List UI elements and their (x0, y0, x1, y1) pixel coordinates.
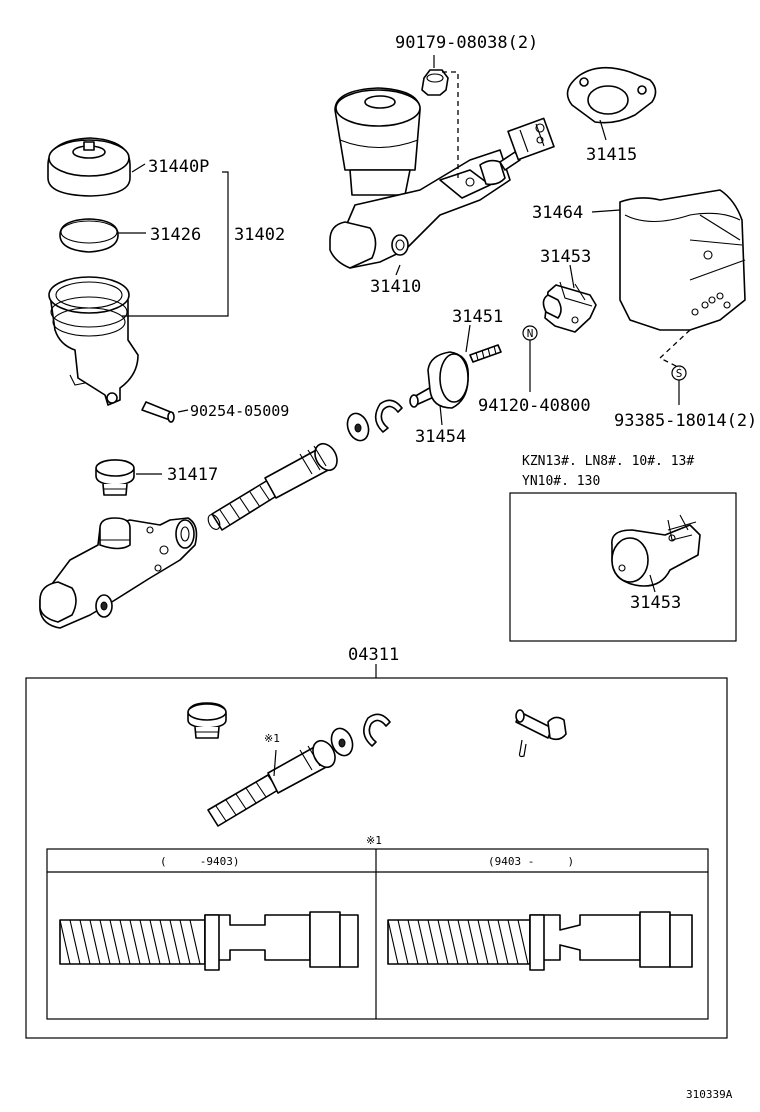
reservoir-cap-31440p[interactable] (47, 137, 131, 197)
variant-box (509, 492, 737, 642)
kit-plug[interactable] (187, 702, 227, 739)
label-90179-08038: 90179-08038(2) (395, 33, 538, 53)
push-rod-31451[interactable] (469, 344, 502, 363)
label-04311: 04311 (348, 645, 399, 665)
kit-piston-spring[interactable] (207, 737, 339, 827)
kit-washer[interactable] (328, 725, 356, 758)
reservoir-31402[interactable] (48, 276, 139, 406)
plug-31417[interactable] (95, 459, 135, 496)
master-cylinder-31410[interactable] (329, 87, 555, 269)
nut-90179-08038[interactable] (421, 69, 449, 96)
label-90254-05009: 90254-05009 (190, 402, 289, 420)
piston-old-drawing (59, 911, 359, 971)
kit-snap-ring[interactable] (363, 713, 391, 747)
s-symbol-icon: S (671, 365, 687, 381)
svg-text:N: N (527, 327, 534, 340)
cylinder-body[interactable] (39, 517, 198, 629)
label-31440p: 31440P (148, 157, 209, 177)
clevis-31453-variant[interactable] (611, 514, 701, 587)
label-31451: 31451 (452, 307, 503, 327)
washer[interactable] (344, 410, 372, 443)
diagram-code: 310339A (686, 1088, 733, 1101)
piston-spring[interactable] (206, 440, 342, 531)
label-31453-variant: 31453 (630, 593, 681, 613)
kit-note-mark: ※1 (264, 732, 280, 745)
insulator-31464[interactable] (619, 189, 746, 331)
svg-text:S: S (676, 367, 683, 380)
applicability-line1: KZN13#. LN8#. 10#. 13# (522, 454, 694, 469)
label-31415: 31415 (586, 145, 637, 165)
table-note-mark: ※1 (366, 834, 382, 847)
label-31464: 31464 (532, 203, 583, 223)
pin-90254-05009[interactable] (141, 401, 175, 423)
table-header-new: (9403 - ) (488, 855, 574, 868)
label-93385-18014: 93385-18014(2) (614, 411, 757, 431)
piston-table (46, 848, 709, 1020)
label-94120-40800: 94120-40800 (478, 396, 591, 416)
diaphragm-31426[interactable] (59, 218, 119, 253)
label-31426: 31426 (150, 225, 201, 245)
label-31402: 31402 (234, 225, 285, 245)
n-symbol-icon: N (522, 325, 538, 341)
boot-31454[interactable] (409, 351, 469, 409)
snap-ring[interactable] (374, 399, 403, 433)
label-31417: 31417 (167, 465, 218, 485)
clevis-31453[interactable] (542, 281, 597, 333)
kit-clevis-pin[interactable] (515, 709, 567, 758)
table-header-old: ( -9403) (160, 855, 239, 868)
piston-new-drawing (387, 911, 693, 971)
gasket-31415[interactable] (566, 66, 657, 124)
label-31410: 31410 (370, 277, 421, 297)
applicability-line2: YN10#. 130 (522, 474, 600, 489)
label-31454: 31454 (415, 427, 466, 447)
kit-box (25, 677, 728, 1039)
label-31453: 31453 (540, 247, 591, 267)
